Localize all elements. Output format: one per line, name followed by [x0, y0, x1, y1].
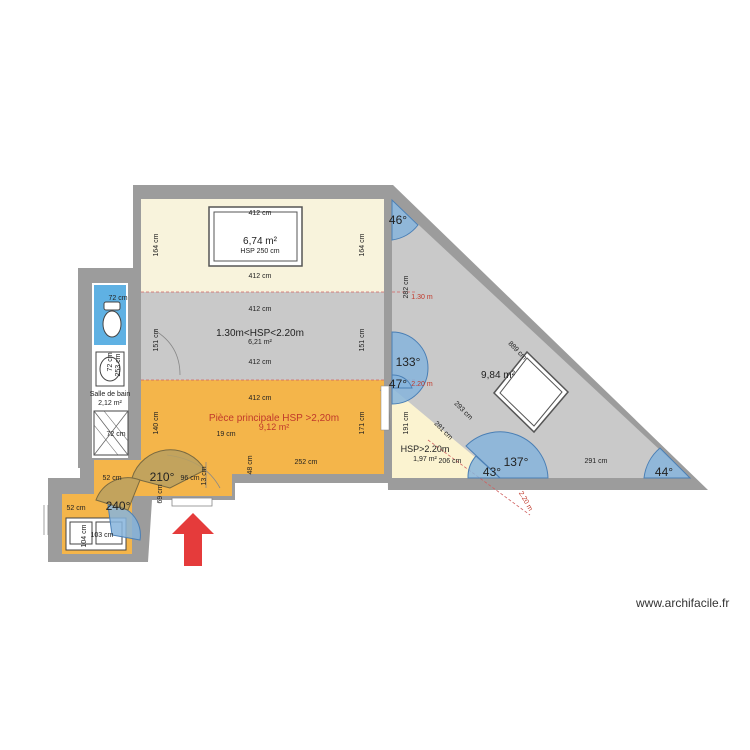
hsp-top: HSP 250 cm	[240, 248, 279, 255]
dim-tri-4: 291 cm	[585, 458, 608, 465]
angle-46: 46°	[389, 213, 407, 227]
dim-top-4: 164 cm	[359, 233, 366, 256]
angle-137: 137°	[504, 455, 529, 469]
dim-small-3: 206 cm	[439, 458, 462, 465]
area-middle: 6,21 m²	[248, 339, 272, 346]
dim-bath-2: 72 cm	[107, 352, 114, 371]
angle-210: 210°	[150, 470, 175, 484]
dim-entry-5: 104 cm	[81, 524, 88, 547]
dim-mid-2: 412 cm	[249, 359, 272, 366]
fixtures	[43, 206, 570, 551]
dim-main-1: 412 cm	[249, 395, 272, 402]
dim-top-1: 412 cm	[249, 210, 272, 217]
angle-markers-entry	[95, 449, 206, 511]
skylight-top	[208, 206, 303, 267]
shower-icon	[93, 410, 129, 456]
room-middle-name: 1.30m<HSP<2.20m	[216, 328, 304, 339]
area-small-hsp: 1,97 m²	[413, 456, 437, 463]
area-triangle: 9,84 m²	[481, 370, 516, 381]
dim-main-3: 171 cm	[359, 411, 366, 434]
angle-markers	[107, 198, 692, 541]
tri-red-1: 1.30 m	[411, 294, 433, 301]
dim-mid-4: 151 cm	[359, 328, 366, 351]
dim-bath-3: 72 cm	[106, 431, 125, 438]
dim-entry-4: 52 cm	[66, 505, 85, 512]
room-triangle	[392, 200, 690, 478]
entrance-arrow-icon	[172, 513, 214, 566]
dim-tri-1: 282 cm	[403, 275, 410, 298]
angle-240: 240°	[106, 499, 131, 513]
room-middle	[141, 292, 384, 380]
small-red: 2.20 m	[517, 490, 534, 512]
area-top: 6,74 m²	[243, 236, 278, 247]
window-left	[43, 505, 49, 535]
height-lines	[141, 291, 531, 516]
dim-bath-1: 72 cm	[108, 295, 127, 302]
dim-main-5: 48 cm	[247, 455, 254, 474]
room-small-hsp-name: HSP>2.20m	[401, 444, 450, 454]
dim-entry-2: 69 cm	[157, 484, 164, 503]
angle-43: 43°	[483, 465, 501, 479]
dim-entry-1: 96 cm	[180, 475, 199, 482]
sink-icon	[95, 351, 125, 387]
dim-bath-4: 253 cm	[115, 353, 122, 376]
dim-mid-1: 412 cm	[249, 306, 272, 313]
dim-entry-3: 52 cm	[102, 475, 121, 482]
dim-main-6: 252 cm	[295, 459, 318, 466]
angle-44: 44°	[655, 465, 673, 479]
dim-small-1: 191 cm	[403, 411, 410, 434]
dim-main-4: 19 cm	[216, 431, 235, 438]
room-main-name: Pièce principale HSP >2,20m	[209, 413, 339, 424]
area-main: 9,12 m²	[259, 422, 290, 432]
tri-red-2: 2.20 m	[411, 381, 433, 388]
room-bathroom-name: Salle de bain	[90, 391, 131, 398]
dim-entry-7: 13 cm	[201, 466, 208, 485]
toilet-icon	[102, 301, 122, 338]
skylight-triangle	[492, 350, 570, 434]
angle-47: 47°	[389, 377, 407, 391]
watermark-text: www.archifacile.fr	[636, 596, 730, 610]
dim-top-2: 412 cm	[249, 273, 272, 280]
room-small-hsp	[392, 388, 500, 478]
dim-mid-3: 151 cm	[153, 328, 160, 351]
angle-133: 133°	[396, 355, 421, 369]
dim-entry-6: 103 cm	[91, 532, 114, 539]
dim-main-2: 140 cm	[153, 411, 160, 434]
dim-top-3: 164 cm	[153, 233, 160, 256]
area-bathroom: 2,12 m²	[98, 400, 122, 407]
